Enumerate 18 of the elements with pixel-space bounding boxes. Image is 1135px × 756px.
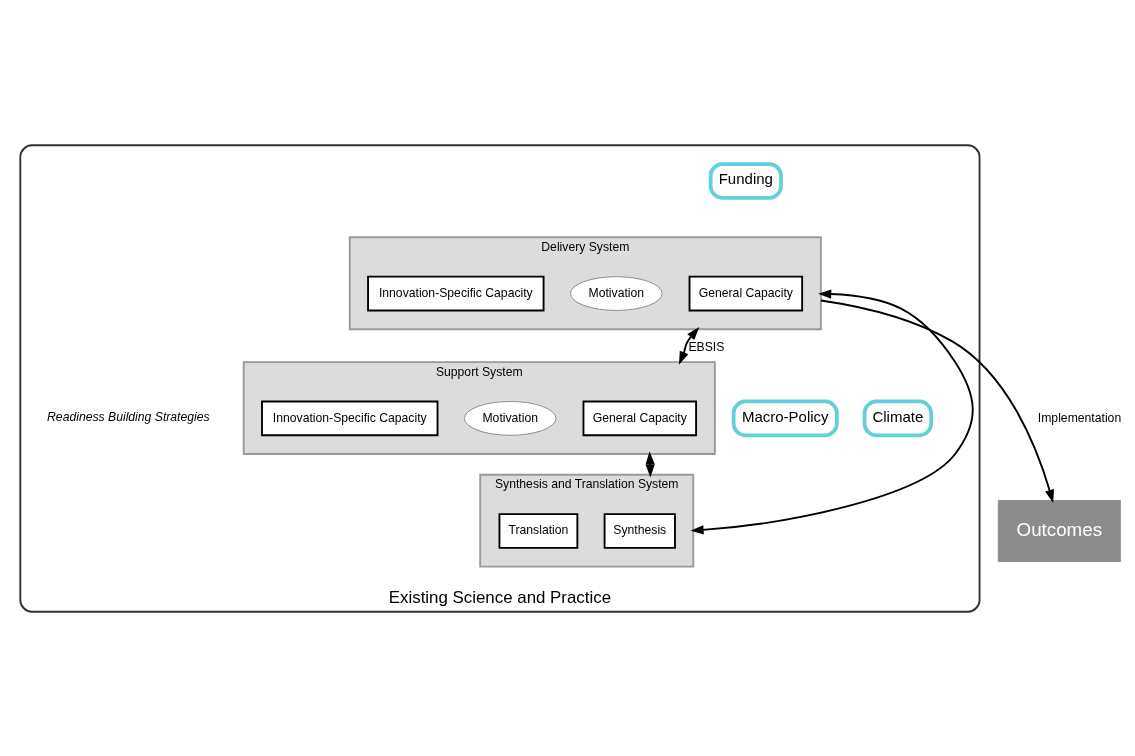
- node-box: Macro-Policy: [731, 399, 839, 437]
- node-box: Innovation-Specific Capacity: [261, 400, 439, 436]
- node-box: General Capacity: [688, 275, 804, 311]
- node-box: General Capacity: [582, 400, 698, 436]
- node-box: Synthesis: [603, 512, 676, 549]
- node-ellipse: Motivation: [464, 400, 557, 436]
- node-box: Innovation-Specific Capacity: [367, 275, 545, 311]
- node-ellipse: Motivation: [570, 275, 663, 311]
- node-box: Climate: [862, 399, 934, 437]
- arrow: [690, 288, 974, 534]
- node-box: Translation: [498, 512, 579, 549]
- edge-label: EBSIS: [688, 339, 725, 354]
- node-box: Funding: [708, 161, 783, 200]
- edge-label: Implementation: [1037, 410, 1122, 425]
- arrow: [678, 326, 700, 365]
- arrow: [819, 299, 1054, 503]
- node-box: Outcomes: [997, 499, 1121, 562]
- label: Readiness Building Strategies: [47, 409, 210, 424]
